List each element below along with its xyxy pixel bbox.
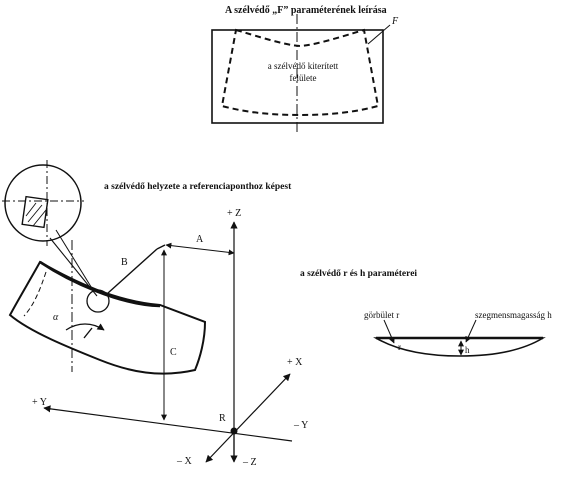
glass-hatching xyxy=(25,202,47,227)
position-title: a szélvédő helyzete a referenciaponthoz … xyxy=(104,182,292,192)
axis-x xyxy=(205,373,291,463)
axis-pos-x-label: + X xyxy=(287,357,303,368)
f-parameter-figure xyxy=(211,14,391,135)
origin-point xyxy=(230,427,238,435)
r-h-title: a szélvédő r és h paraméterei xyxy=(300,269,418,279)
detail-view xyxy=(2,160,98,297)
dim-B-label: B xyxy=(121,257,128,268)
f-leader-line xyxy=(367,24,391,45)
dim-C-label: C xyxy=(170,347,177,358)
axis-y xyxy=(43,405,293,442)
axis-pos-y-label: + Y xyxy=(32,397,47,408)
dim-A-label: A xyxy=(196,234,204,245)
windscreen-inner-dashed xyxy=(23,271,47,317)
h-leader xyxy=(465,319,477,343)
r-leader xyxy=(383,319,395,344)
coordinate-axes xyxy=(43,221,293,463)
windscreen-3d xyxy=(8,229,207,375)
r-small-label: r xyxy=(398,342,401,352)
h-small-label: h xyxy=(465,345,470,355)
origin-label: R xyxy=(219,413,226,424)
dim-A-line xyxy=(165,242,235,256)
curvature-label: görbület r xyxy=(364,310,400,320)
alpha-ref-line xyxy=(83,327,93,339)
axis-neg-z-label: – Z xyxy=(243,457,257,468)
detail-circle xyxy=(4,164,82,242)
f-label: F xyxy=(392,16,399,27)
windscreen-top-edge xyxy=(39,260,161,308)
developed-surface-line1: a szélvédő kiterített xyxy=(267,61,339,71)
axis-neg-y-label: – Y xyxy=(294,420,309,431)
leader-to-detail-2 xyxy=(55,229,94,291)
alpha-arc xyxy=(65,323,105,331)
f-parameter-title: A szélvédő „F” paraméterének leírása xyxy=(225,5,387,16)
dim-B-line xyxy=(107,248,158,294)
segment-shape xyxy=(373,337,546,357)
dim-B-top xyxy=(156,244,166,250)
r-h-figure xyxy=(373,319,546,357)
reference-point-circle xyxy=(86,289,110,313)
dimensions xyxy=(107,242,235,421)
alpha-label: α xyxy=(53,312,59,323)
developed-surface-label: a szélvédő kiterített felülete xyxy=(248,62,358,83)
axis-neg-x-label: – X xyxy=(177,456,192,467)
segment-height-label: szegmensmagasság h xyxy=(475,310,552,320)
windscreen-outline xyxy=(8,260,207,375)
developed-surface-line2: felülete xyxy=(289,73,317,83)
axis-pos-z-label: + Z xyxy=(227,208,242,219)
